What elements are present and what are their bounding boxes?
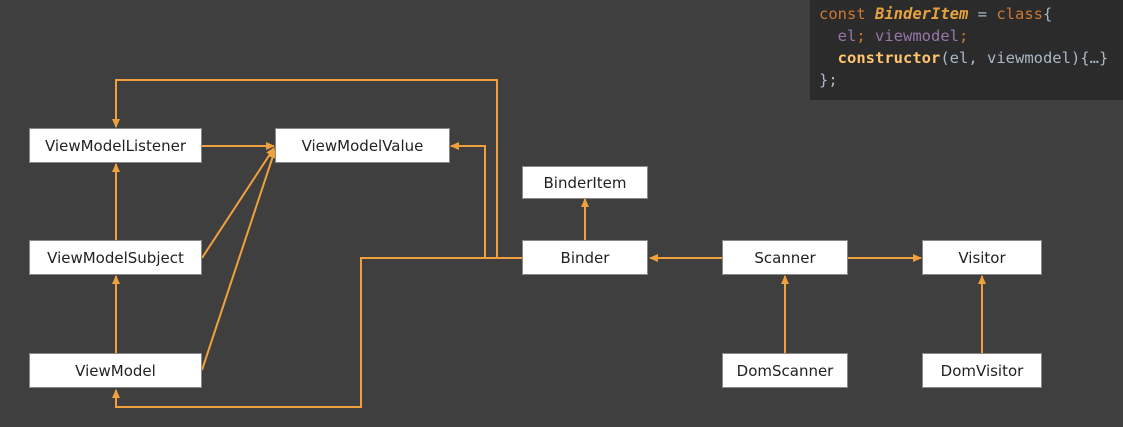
node-visitor: Visitor (922, 240, 1042, 275)
code-separator: ; (856, 27, 876, 45)
arrow-viewmodel-to-value (201, 149, 277, 371)
code-keyword-const: const (819, 5, 875, 23)
code-line-1: const BinderItem = class{ (819, 3, 1123, 25)
node-binder: Binder (522, 240, 648, 275)
arrow-binder-to-viewmodel (112, 257, 485, 408)
code-keyword-class: class (996, 5, 1043, 23)
code-constructor: constructor (837, 49, 941, 67)
code-field-el: el (837, 27, 857, 45)
code-class-name: BinderItem (875, 5, 969, 23)
code-line-4: }; (819, 69, 1123, 91)
code-close: }; (819, 71, 838, 89)
code-line-3: constructor(el, viewmodel){…} (819, 47, 1123, 69)
code-indent (819, 49, 838, 67)
node-dom-scanner: DomScanner (722, 353, 848, 388)
node-view-model-value: ViewModelValue (275, 128, 450, 163)
node-view-model-subject: ViewModelSubject (29, 240, 202, 275)
arrow-binder-to-value (450, 142, 497, 259)
node-scanner: Scanner (722, 240, 848, 275)
node-dom-visitor: DomVisitor (922, 353, 1042, 388)
code-params: (el, viewmodel){…} (940, 49, 1109, 67)
code-open-brace: { (1043, 5, 1053, 23)
arrow-binder-to-listener (112, 79, 522, 259)
arrow-subject-to-value (201, 147, 275, 259)
code-field-viewmodel: viewmodel (875, 27, 960, 45)
node-view-model-listener: ViewModelListener (29, 128, 202, 163)
node-binder-item: BinderItem (522, 166, 648, 199)
code-semicolon: ; (959, 27, 969, 45)
code-snippet-panel: const BinderItem = class{ el; viewmodel;… (810, 0, 1123, 100)
code-line-2: el; viewmodel; (819, 25, 1123, 47)
node-view-model: ViewModel (29, 353, 202, 388)
code-indent (819, 27, 838, 45)
code-assign: = (968, 5, 997, 23)
